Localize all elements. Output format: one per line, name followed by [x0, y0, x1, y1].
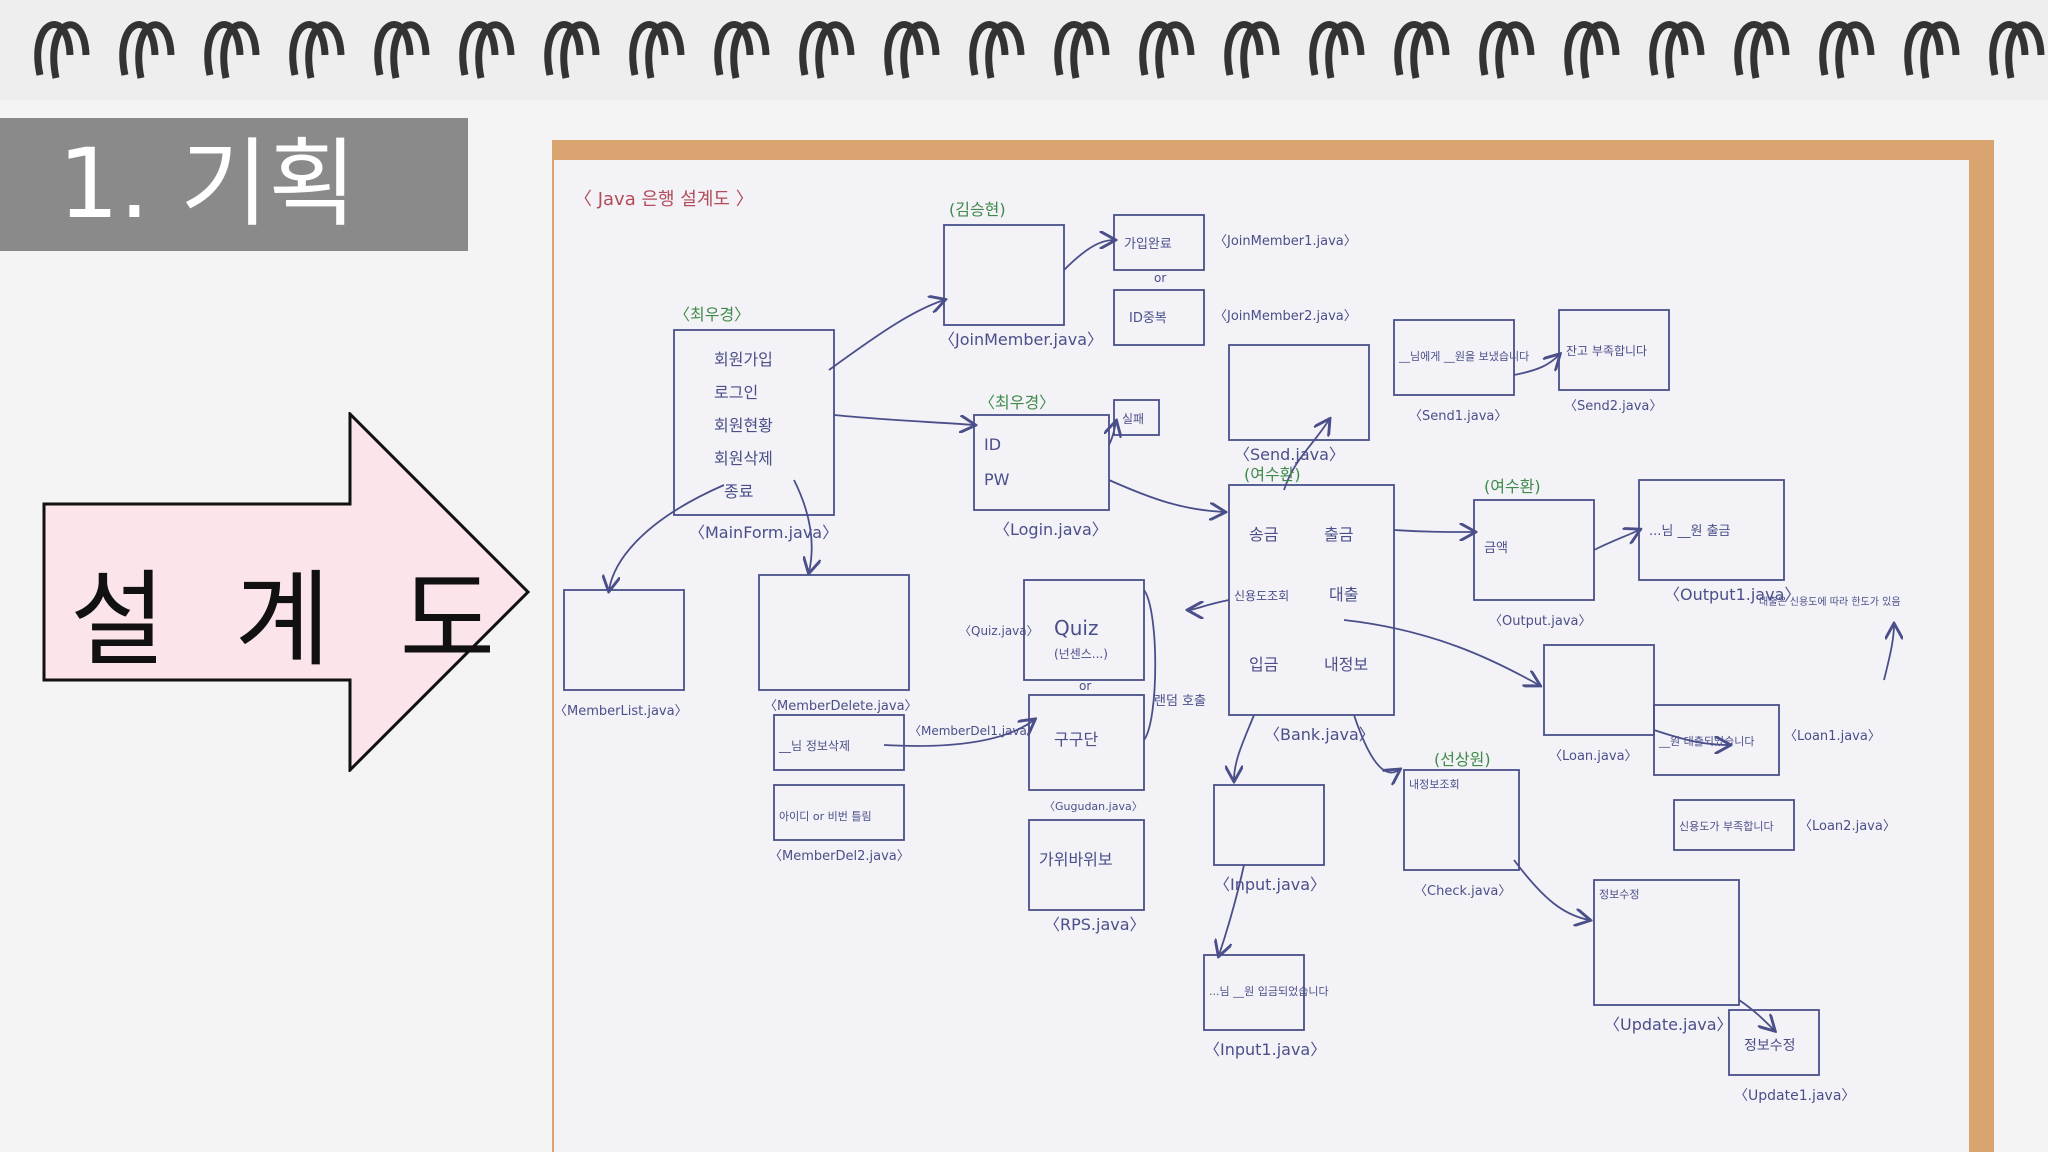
file-label: 〈Send1.java〉: [1409, 409, 1507, 424]
sketch-label: 랜덤 호출: [1154, 694, 1206, 709]
file-label: 〈Loan1.java〉: [1784, 729, 1881, 744]
main-menu-item: 종료: [724, 482, 753, 501]
file-label: 〈Check.java〉: [1414, 884, 1511, 899]
sketch-label: ...님 __원 입금되었습니다: [1209, 985, 1329, 998]
spiral-ring: [1394, 21, 1450, 79]
spiral-ring: [1224, 21, 1280, 79]
spiral-ring: [1989, 21, 2045, 79]
sketch-label: 구구단: [1054, 730, 1098, 749]
file-label: 〈MemberDel1.java〉: [909, 724, 1039, 738]
spiral-ring: [289, 21, 345, 79]
bank-menu-item: 신용도조회: [1234, 589, 1289, 603]
sketch-label: 가입완료: [1124, 237, 1172, 252]
file-label: 〈Gugudan.java〉: [1044, 800, 1143, 813]
author-label: (여수환): [1484, 477, 1541, 496]
sketch-paper: [554, 160, 1969, 1152]
file-label: 〈JoinMember2.java〉: [1214, 309, 1357, 324]
file-label: 〈Update1.java〉: [1734, 1088, 1855, 1104]
spiral-ring: [374, 21, 430, 79]
bank-menu-item: 송금: [1249, 525, 1278, 544]
spiral-ring: [459, 21, 515, 79]
sketch-label: Quiz: [1054, 616, 1098, 640]
file-label: 〈Output1.java〉: [1664, 585, 1800, 604]
sketch-label: __원 대출되었습니다: [1658, 735, 1754, 748]
design-sketch: 〈 Java 은행 설계도 〉 〈최우경〉 (김승현) 〈최우경〉 (여수환) …: [554, 189, 1969, 1104]
spiral-ring: [1139, 21, 1195, 79]
spiral-ring: [544, 21, 600, 79]
sketch-label: __님에게 __원을 보냈습니다: [1398, 350, 1529, 363]
file-label: 〈MemberDelete.java〉: [764, 699, 918, 714]
spiral-ring: [714, 21, 770, 79]
spiral-ring: [884, 21, 940, 79]
sketch-label: 신용도가 부족합니다: [1679, 820, 1774, 833]
sketch-heading: 〈 Java 은행 설계도 〉: [574, 189, 754, 210]
spiral-ring: [204, 21, 260, 79]
main-menu-item: 회원가입: [714, 350, 773, 369]
author-label: 〈최우경〉: [674, 305, 750, 324]
spiral-ring: [1309, 21, 1365, 79]
file-label: 〈Output.java〉: [1489, 614, 1592, 629]
bank-menu-item: 입금: [1249, 655, 1278, 674]
spiral-ring: [969, 21, 1025, 79]
spiral-ring: [1649, 21, 1705, 79]
file-label: 〈Input.java〉: [1214, 875, 1326, 894]
file-label: 〈JoinMember.java〉: [939, 330, 1103, 349]
file-label: 〈MemberDel2.java〉: [769, 849, 910, 864]
section-title: 1. 기획: [0, 118, 468, 251]
file-label: 〈Loan2.java〉: [1799, 819, 1896, 834]
spiral-ring: [629, 21, 685, 79]
bank-menu-item: 내정보: [1324, 655, 1368, 674]
sketch-label: 정보수정: [1744, 1038, 1796, 1054]
sketch-label: 금액: [1484, 541, 1508, 556]
right-arrow-shape: [42, 412, 531, 772]
spiral-ring: [34, 21, 90, 79]
file-label: 〈Input1.java〉: [1204, 1040, 1326, 1059]
file-label: 〈Update.java〉: [1604, 1015, 1733, 1034]
main-menu-item: 로그인: [714, 383, 758, 402]
pw-label: PW: [984, 470, 1010, 489]
main-menu-item: 회원현황: [714, 416, 773, 435]
sketch-label: 가위바위보: [1039, 850, 1113, 869]
sketch-label: 실패: [1122, 412, 1144, 426]
author-label: 〈최우경〉: [979, 393, 1055, 412]
file-label: 〈Send.java〉: [1234, 445, 1345, 464]
spiral-ring: [1479, 21, 1535, 79]
file-label: 〈Quiz.java〉: [959, 624, 1039, 638]
sketch-label: 내정보조회: [1409, 778, 1460, 791]
spiral-ring: [1904, 21, 1960, 79]
file-label: 〈JoinMember1.java〉: [1214, 234, 1357, 249]
file-label: 〈Loan.java〉: [1549, 749, 1638, 764]
file-label: 〈RPS.java〉: [1044, 915, 1146, 934]
spiral-ring: [1054, 21, 1110, 79]
file-label: 〈MemberList.java〉: [554, 704, 688, 719]
sketch-label: (넌센스...): [1054, 647, 1108, 661]
spiral-ring: [119, 21, 175, 79]
bank-menu-item: 대출: [1329, 585, 1358, 604]
sketch-label: __님 정보삭제: [778, 739, 850, 753]
id-label: ID: [984, 435, 1001, 454]
sketch-label: or: [1079, 679, 1091, 693]
spiral-ring: [1819, 21, 1875, 79]
sketch-label: ...님 __원 출금: [1649, 524, 1731, 539]
file-label: 〈MainForm.java〉: [689, 523, 838, 542]
spiral-ring: [1564, 21, 1620, 79]
spiral-ring: [1734, 21, 1790, 79]
author-label: (여수환): [1244, 465, 1301, 484]
bank-menu-item: 출금: [1324, 525, 1353, 544]
sketch-label: or: [1154, 271, 1166, 285]
main-menu-item: 회원삭제: [714, 449, 773, 468]
loan-note: 대출은 신용도에 따라 한도가 있음: [1759, 596, 1901, 608]
spiral-ring: [799, 21, 855, 79]
file-label: 〈Login.java〉: [994, 520, 1108, 539]
author-label: (김승현): [949, 200, 1006, 219]
author-label: (선상원): [1434, 750, 1491, 769]
spiral-binding: [0, 0, 2048, 100]
sketch-label: 아이디 or 비번 틀림: [779, 810, 872, 823]
file-label: 〈Send2.java〉: [1564, 399, 1662, 414]
arrow-label: 설 계 도: [70, 559, 514, 681]
sketch-label: 정보수정: [1599, 888, 1639, 901]
sketch-label: 잔고 부족합니다: [1566, 344, 1647, 358]
sketch-label: ID중복: [1129, 311, 1167, 326]
file-label: 〈Bank.java〉: [1264, 725, 1375, 744]
